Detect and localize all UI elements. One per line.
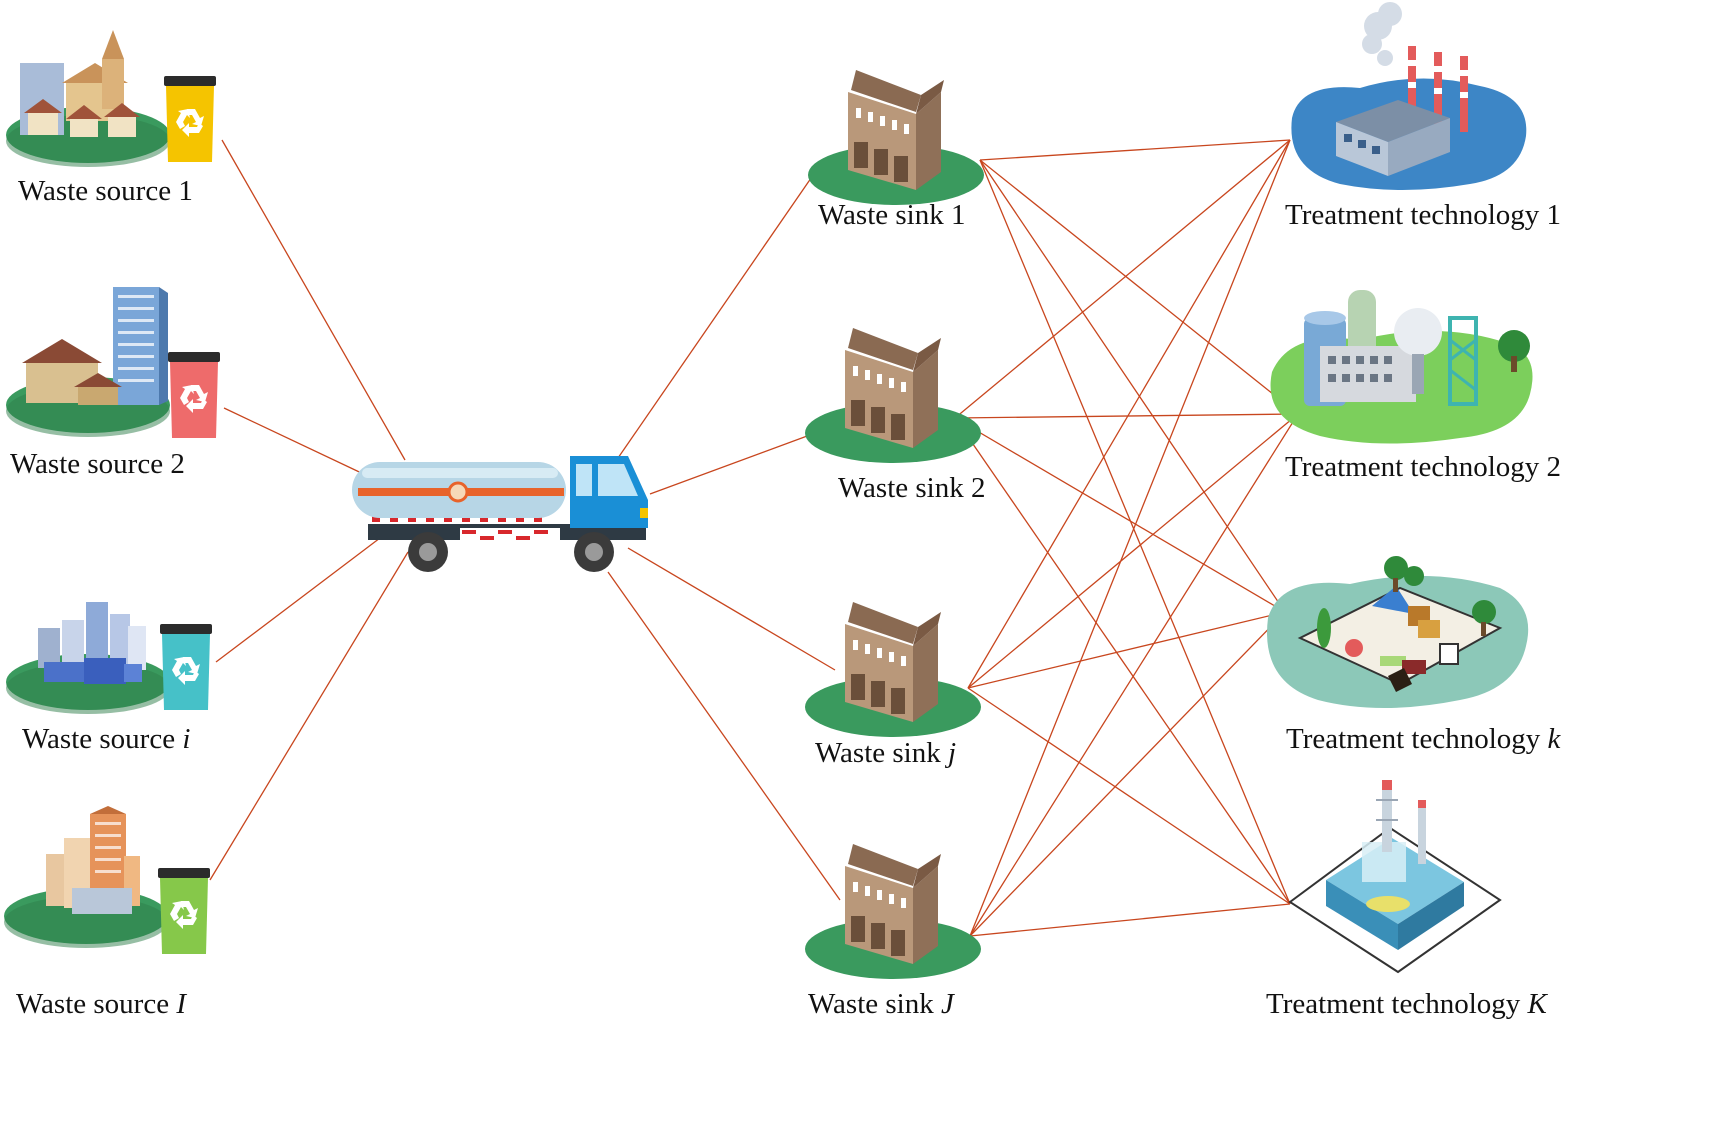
warehouse-icon xyxy=(805,844,981,979)
technology-label: Treatment technology 1 xyxy=(1285,199,1561,231)
sink-label: Waste sink j xyxy=(815,737,956,769)
recycling-bin-icon xyxy=(168,352,220,438)
tanker-truck-icon xyxy=(352,456,648,572)
link-source2-truck xyxy=(223,407,373,479)
treatment-technology-k: Treatment technology k xyxy=(1267,556,1562,755)
sink-label: Waste sink J xyxy=(808,988,955,1020)
sink-label: Waste sink 2 xyxy=(838,472,985,504)
link-source1-truck xyxy=(221,139,406,461)
technology-label: Treatment technology 2 xyxy=(1285,451,1561,483)
source-label: Waste source i xyxy=(22,723,190,755)
link-truck-sink1 xyxy=(617,167,819,459)
recycling-bin-icon xyxy=(164,76,216,162)
sink-technology-links xyxy=(954,139,1299,937)
link-sourcei-truck xyxy=(215,537,381,663)
sink-label: Waste sink 1 xyxy=(818,199,965,231)
source-label: Waste source I xyxy=(16,988,187,1020)
source-label: Waste source 2 xyxy=(10,448,185,480)
waste-source-I: Waste source I xyxy=(4,806,210,1020)
waste-source-1: Waste source 1 xyxy=(6,30,216,207)
link-truck-sink2 xyxy=(649,431,819,495)
link-sourceI-truck xyxy=(209,551,409,881)
city-building-icon xyxy=(6,287,170,437)
chemical-plant-icon xyxy=(1270,290,1533,444)
waste-source-i: Waste source i xyxy=(6,602,212,755)
link-truck-sinkJ xyxy=(607,571,841,901)
treatment-technology-1: Treatment technology 1 xyxy=(1285,2,1561,231)
waste-source-2: Waste source 2 xyxy=(6,287,220,480)
source-label: Waste source 1 xyxy=(18,175,193,207)
waste-sink-J: Waste sink J xyxy=(805,844,981,1020)
waste-sink-2: Waste sink 2 xyxy=(805,328,985,504)
treatment-technology-K: Treatment technology K xyxy=(1266,780,1549,1020)
link-truck-sinkj xyxy=(627,547,836,671)
residential-towers-icon xyxy=(4,806,168,948)
waste-sink-j: Waste sink j xyxy=(805,602,981,769)
town-icon xyxy=(6,30,170,167)
technology-label: Treatment technology k xyxy=(1286,723,1562,755)
waste-sink-1: Waste sink 1 xyxy=(808,70,984,231)
warehouse-icon xyxy=(808,70,984,205)
technology-label: Treatment technology K xyxy=(1266,988,1549,1020)
warehouse-icon xyxy=(805,602,981,737)
landfill-compost-icon xyxy=(1267,556,1529,708)
recycling-bin-icon xyxy=(160,624,212,710)
incineration-plant-icon xyxy=(1288,780,1502,974)
factory-smokestack-icon xyxy=(1291,2,1527,190)
treatment-technology-2: Treatment technology 2 xyxy=(1270,290,1561,483)
recycling-bin-icon xyxy=(158,868,210,954)
warehouse-icon xyxy=(805,328,981,463)
city-blocks-icon xyxy=(6,602,170,714)
network-links xyxy=(209,139,1299,937)
